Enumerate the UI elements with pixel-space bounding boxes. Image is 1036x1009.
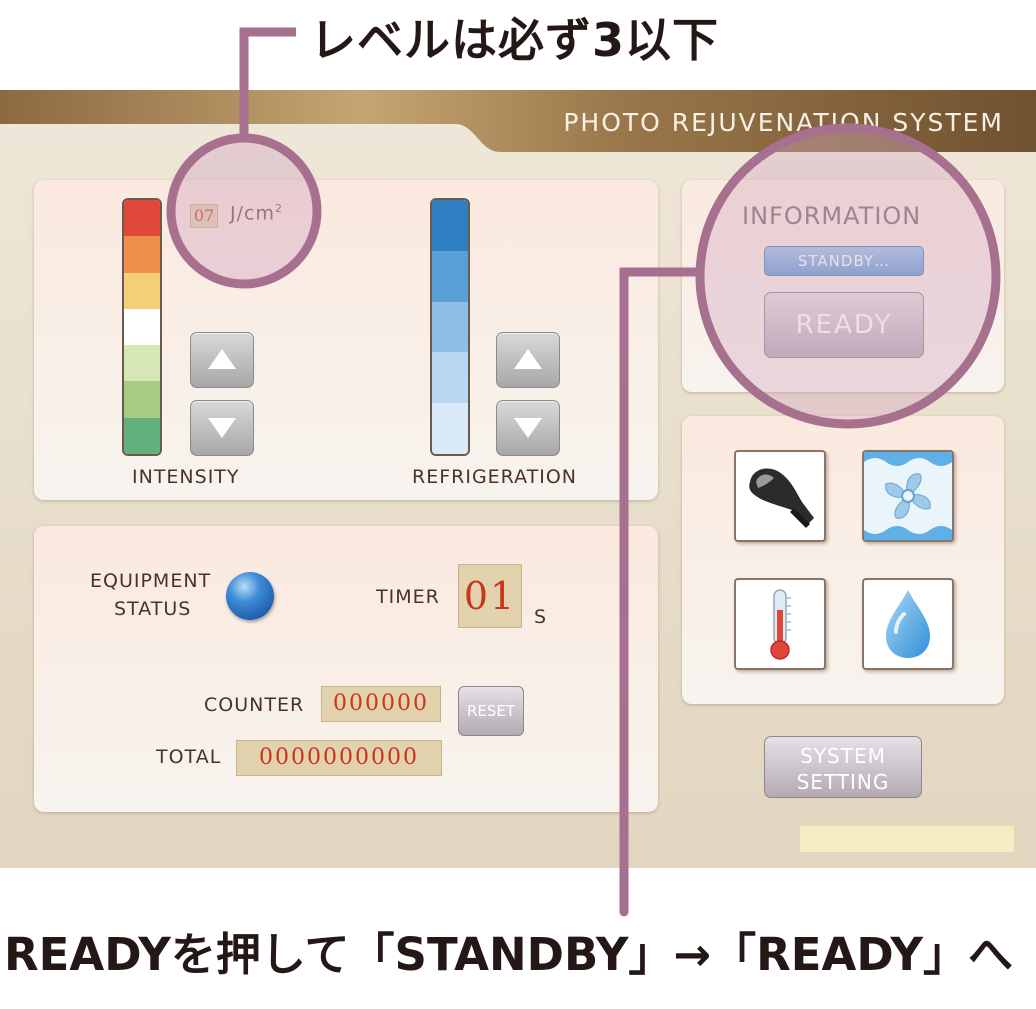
refrigeration-seg-1 xyxy=(432,200,468,251)
bottom-annotation: READYを押して「STANDBY」→「READY」へ xyxy=(4,928,1013,981)
timer-value: 01 xyxy=(458,564,522,628)
intensity-seg-7 xyxy=(124,417,160,454)
equipment-status-label-2: STATUS xyxy=(114,598,192,620)
intensity-seg-1 xyxy=(124,200,160,237)
intensity-unit-sup: 2 xyxy=(274,202,283,215)
intensity-up-button[interactable] xyxy=(190,332,254,388)
status-strip xyxy=(800,826,1014,852)
arrow-down-icon xyxy=(208,418,236,438)
intensity-seg-6 xyxy=(124,381,160,418)
system-setting-line1: SYSTEM xyxy=(800,744,886,768)
refrigeration-down-button[interactable] xyxy=(496,400,560,456)
water-drop-icon xyxy=(886,590,930,658)
device-screen: PHOTO REJUVENATION SYSTEM 07 J/cm2 INTEN… xyxy=(0,90,1036,868)
arrow-up-icon xyxy=(514,349,542,369)
total-value: 0000000000 xyxy=(236,740,442,776)
intensity-down-button[interactable] xyxy=(190,400,254,456)
thermometer-button[interactable] xyxy=(734,578,826,670)
system-title: PHOTO REJUVENATION SYSTEM xyxy=(563,108,1004,137)
intensity-value: 07 xyxy=(190,204,218,228)
reset-button[interactable]: RESET xyxy=(458,686,524,736)
refrigeration-bar xyxy=(430,198,470,456)
bottom-leader-end xyxy=(619,907,629,917)
timer-unit: S xyxy=(534,606,548,628)
information-card: INFORMATION STANDBY… READY xyxy=(682,180,1004,392)
intensity-label: INTENSITY xyxy=(132,466,240,488)
icons-card xyxy=(682,416,1004,704)
intensity-unit-text: J/cm xyxy=(230,202,275,225)
thermometer-icon xyxy=(770,589,791,660)
intensity-seg-5 xyxy=(124,345,160,382)
water-button[interactable] xyxy=(862,578,954,670)
handpiece-button[interactable] xyxy=(734,450,826,542)
handpiece-icon xyxy=(749,468,814,528)
equipment-status-indicator xyxy=(226,572,274,620)
refrigeration-seg-5 xyxy=(432,403,468,454)
top-annotation: レベルは必ず3以下 xyxy=(310,13,720,67)
system-setting-button[interactable]: SYSTEM SETTING xyxy=(764,736,922,798)
counter-label: COUNTER xyxy=(204,694,305,716)
refrigeration-label: REFRIGERATION xyxy=(412,466,577,488)
status-display: STANDBY… xyxy=(764,246,924,276)
arrow-up-icon xyxy=(208,349,236,369)
intensity-bar xyxy=(122,198,162,456)
intensity-unit: J/cm2 xyxy=(230,202,283,224)
information-title: INFORMATION xyxy=(742,202,922,230)
counter-value: 000000 xyxy=(321,686,441,722)
intensity-refrigeration-card: 07 J/cm2 INTENSITY REFRIGERATION xyxy=(34,180,658,500)
fan-button[interactable] xyxy=(862,450,954,542)
refrigeration-seg-3 xyxy=(432,301,468,353)
timer-label: TIMER xyxy=(376,586,440,608)
fan-icon xyxy=(864,452,952,540)
equipment-card: EQUIPMENT STATUS TIMER 01 S COUNTER 0000… xyxy=(34,526,658,812)
ready-button[interactable]: READY xyxy=(764,292,924,358)
refrigeration-seg-2 xyxy=(432,250,468,302)
refrigeration-seg-4 xyxy=(432,352,468,404)
equipment-status-label-1: EQUIPMENT xyxy=(90,570,212,592)
intensity-seg-4 xyxy=(124,308,160,346)
arrow-down-icon xyxy=(514,418,542,438)
total-label: TOTAL xyxy=(156,746,222,768)
system-setting-line2: SETTING xyxy=(796,770,890,794)
intensity-seg-2 xyxy=(124,236,160,273)
intensity-seg-3 xyxy=(124,272,160,309)
refrigeration-up-button[interactable] xyxy=(496,332,560,388)
